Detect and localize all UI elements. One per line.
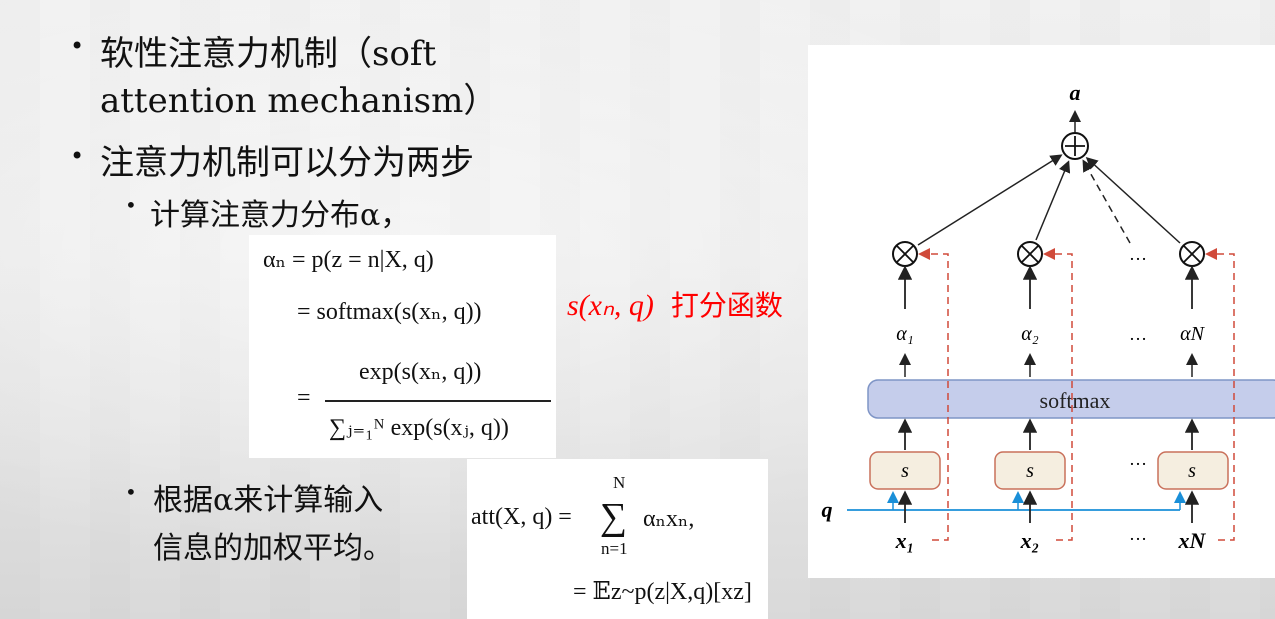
sum-node [1061, 132, 1089, 160]
scoring-function-math: s(xₙ, q) [567, 289, 654, 322]
formula2-lhs: att(X, q) = [471, 504, 572, 530]
column-2: α₂ s x₂ [994, 241, 1073, 553]
sum-symbol: ∑ [600, 496, 628, 538]
alpha-label: α₁ [896, 323, 913, 345]
alpha-label: αN [1180, 323, 1205, 345]
input-skip-dashed [918, 248, 949, 541]
input-label: xN [1178, 528, 1207, 553]
edge-to-sum-dashed [1082, 159, 1131, 244]
column-n: αN s xN [1157, 241, 1235, 553]
attention-diagram-svg: a softmax q α₁ s x₁ α₂ s x₂ [822, 80, 1275, 553]
multiply-node [1017, 241, 1043, 267]
bullet-dot: • [70, 32, 85, 60]
sum-upper: N [613, 473, 626, 492]
ellipsis: … [1129, 449, 1147, 469]
sub-bullet-dot: • [125, 193, 137, 217]
score-label: s [1026, 460, 1034, 482]
bullet-1-line-2: attention mechanism） [100, 81, 498, 121]
column-ellipsis: … … … … [1129, 244, 1147, 544]
edge-to-sum [1035, 160, 1071, 241]
edge-to-sum [1085, 156, 1181, 244]
score-box [869, 451, 941, 490]
column-1: α₁ s x₁ [869, 241, 949, 553]
scoring-function-annotation: s(xₙ, q) 打分函数 [567, 284, 783, 324]
multiply-node [892, 241, 918, 267]
sub-bullet-1: 计算注意力分布α， [150, 198, 411, 233]
score-box [994, 451, 1066, 490]
alpha-ellipsis: … [1129, 324, 1147, 344]
formula-equals: = [297, 385, 311, 411]
ellipsis: … [1129, 244, 1147, 264]
sub-bullet-2-line-2: 信息的加权平均。 [153, 531, 393, 566]
input-ellipsis: … [1129, 524, 1147, 544]
input-label: x₂ [1020, 528, 1040, 553]
formula-numerator: exp(s(xₙ, q)) [359, 359, 482, 385]
score-label: s [901, 460, 909, 482]
input-label: x₁ [895, 528, 915, 553]
sub-bullet-2-line-1: 根据α来计算输入 [153, 483, 384, 518]
bullet-1-line-1: 软性注意力机制（soft [100, 34, 437, 74]
fraction-bar [325, 400, 551, 402]
query-label: q [822, 497, 833, 522]
sum-lower: n=1 [601, 539, 628, 558]
bullet-dot: • [70, 142, 85, 170]
output-label: a [1070, 80, 1081, 105]
formula2-line-2: = 𝔼z~p(z|X,q)[xz] [573, 579, 752, 605]
score-box [1157, 451, 1229, 490]
alpha-label: α₂ [1021, 323, 1038, 345]
formula-line-1: αₙ = p(z = n|X, q) [263, 247, 434, 273]
scoring-function-label: 打分函数 [670, 289, 783, 322]
softmax-label: softmax [1040, 388, 1111, 413]
formula-denominator: ∑ⱼ₌₁ᴺ exp(s(xⱼ, q)) [329, 415, 509, 441]
formula2-rhs: αₙxₙ, [643, 506, 695, 532]
edge-to-sum [917, 154, 1063, 246]
input-skip-dashed [1043, 248, 1073, 541]
score-label: s [1188, 460, 1196, 482]
input-skip-dashed [1205, 248, 1235, 541]
formula-weighted-average: att(X, q) = N ∑ n=1 αₙxₙ, = 𝔼z~p(z|X,q)[… [467, 459, 768, 619]
formula-line-2: = softmax(s(xₙ, q)) [297, 299, 482, 325]
bullet-2-line-1: 注意力机制可以分为两步 [100, 143, 474, 183]
multiply-node [1179, 241, 1205, 267]
attention-diagram: a softmax q α₁ s x₁ α₂ s x₂ [808, 45, 1275, 578]
sub-bullet-dot: • [125, 480, 137, 504]
formula-attention-distribution: αₙ = p(z = n|X, q) = softmax(s(xₙ, q)) =… [249, 235, 556, 458]
